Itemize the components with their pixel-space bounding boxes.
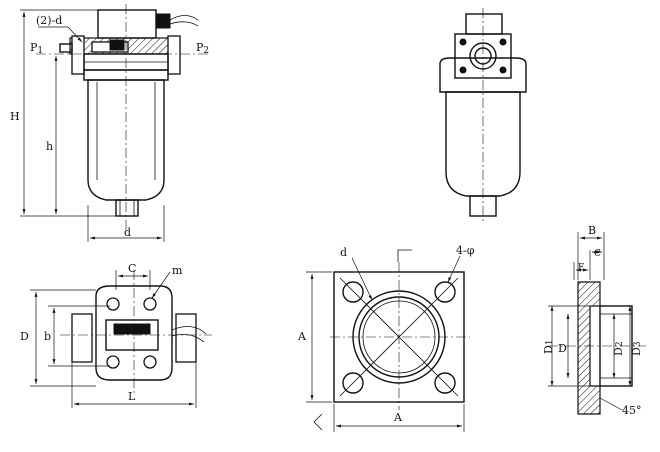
label-D-right: D [558, 342, 567, 355]
label-p2: P2 [196, 41, 209, 56]
label-C-right: C [594, 249, 601, 259]
label-A-side: A [297, 330, 307, 343]
label-A-bottom: A [393, 411, 403, 424]
label-H: H [10, 110, 20, 123]
filter-bowl [87, 79, 165, 201]
label-4-phi: 4-φ [456, 244, 475, 257]
label-D2: D2 [612, 341, 625, 356]
label-d-flange: d [340, 246, 347, 259]
front-view: (2)-d P1 P2 H h d [10, 4, 210, 242]
label-D3: D3 [630, 341, 643, 356]
label-p1: P1 [30, 41, 43, 56]
label-D1: D1 [542, 339, 555, 354]
valve-box [97, 9, 157, 39]
label-two-d: (2)-d [36, 14, 62, 27]
label-d-bottom: d [124, 226, 131, 239]
label-C: C [128, 262, 136, 275]
top-view: C m D b L [20, 262, 212, 408]
side-view [439, 8, 527, 224]
flange-view: d 4-φ A A [297, 244, 475, 432]
label-B: B [588, 224, 596, 237]
label-angle: 45° [622, 404, 642, 417]
label-L: L [128, 390, 136, 403]
side-bowl [445, 91, 521, 197]
label-h: h [46, 140, 53, 153]
label-m: m [172, 264, 183, 277]
label-b: b [44, 330, 51, 343]
label-E: E [578, 263, 585, 273]
flange-section: B C E D1 D D2 D3 45° [542, 224, 646, 417]
label-D-left: D [20, 330, 29, 343]
